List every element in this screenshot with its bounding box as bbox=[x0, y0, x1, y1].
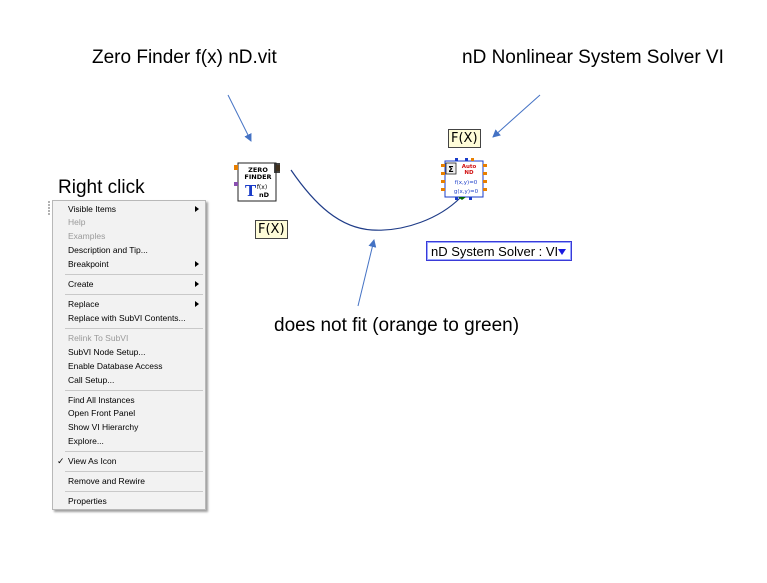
menu-item-find-all-instances[interactable]: Find All Instances bbox=[68, 395, 135, 405]
arrow-zero-finder bbox=[227, 94, 252, 142]
zero-icon-line-4: nD bbox=[259, 191, 270, 199]
submenu-arrow-icon bbox=[195, 281, 199, 287]
menu-item-breakpoint[interactable]: Breakpoint bbox=[53, 258, 205, 271]
menu-item-enable-database-access[interactable]: Enable Database Access bbox=[68, 361, 163, 371]
nd-icon-line-4: g(x,y)=0 bbox=[454, 189, 479, 195]
zero-icon-line-2: FINDER bbox=[244, 173, 271, 181]
vi-selector-value: nD System Solver : VI bbox=[431, 244, 559, 259]
nd-icon-line-3: f(x,y)=0 bbox=[455, 180, 478, 186]
zero-icon-line-3: f(x) bbox=[257, 184, 267, 191]
wire-connection[interactable] bbox=[290, 169, 461, 231]
nd-icon-line-2: ND bbox=[464, 170, 474, 176]
menu-item-call-setup[interactable]: Call Setup... bbox=[68, 375, 115, 385]
caption-zero-finder: Zero Finder f(x) nD.vit bbox=[92, 47, 277, 68]
menu-item-examples[interactable]: Examples bbox=[68, 231, 106, 241]
menu-item-help[interactable]: Help bbox=[68, 217, 86, 227]
caption-does-not-fit: does not fit (orange to green) bbox=[274, 315, 520, 336]
caption-nd-solver: nD Nonlinear System Solver VI bbox=[462, 47, 724, 68]
fx-constant-left[interactable]: F(X) bbox=[255, 220, 288, 239]
vi-selector-dropdown[interactable]: nD System Solver : VI bbox=[426, 241, 572, 261]
submenu-arrow-icon bbox=[195, 261, 199, 267]
menu-separator bbox=[65, 451, 203, 452]
menu-item-relink-subvi[interactable]: Relink To SubVI bbox=[68, 333, 129, 343]
checkmark-icon: ✓ bbox=[57, 456, 65, 466]
menu-separator bbox=[65, 471, 203, 472]
menu-item-remove-and-rewire[interactable]: Remove and Rewire bbox=[68, 476, 146, 486]
fx-constant-right[interactable]: F(X) bbox=[448, 129, 481, 148]
svg-text:T: T bbox=[245, 182, 257, 200]
chevron-down-icon[interactable] bbox=[558, 249, 566, 255]
menu-item-open-front-panel[interactable]: Open Front Panel bbox=[68, 408, 136, 418]
menu-item-visible-items[interactable]: Visible Items bbox=[53, 203, 205, 216]
menu-item-replace[interactable]: Replace bbox=[53, 298, 205, 311]
zero-icon-line-1: ZERO bbox=[248, 166, 268, 174]
menu-item-subvi-node-setup[interactable]: SubVI Node Setup... bbox=[68, 347, 146, 357]
menu-item-view-as-icon[interactable]: ✓View As Icon bbox=[57, 456, 117, 466]
menu-separator bbox=[65, 491, 203, 492]
nd-solver-node-icon[interactable]: Σ Auto ND f(x,y)=0 g(x,y)=0 bbox=[441, 158, 487, 200]
menu-separator bbox=[65, 274, 203, 275]
arrow-does-not-fit bbox=[357, 239, 377, 307]
menu-separator bbox=[65, 294, 203, 295]
submenu-arrow-icon bbox=[195, 301, 199, 307]
menu-item-show-vi-hierarchy[interactable]: Show VI Hierarchy bbox=[68, 422, 139, 432]
menu-item-properties[interactable]: Properties bbox=[68, 496, 107, 506]
menu-separator bbox=[65, 328, 203, 329]
caption-right-click: Right click bbox=[58, 177, 145, 198]
menu-item-explore[interactable]: Explore... bbox=[68, 436, 104, 446]
menu-item-create[interactable]: Create bbox=[53, 278, 205, 291]
nd-icon-line-1: Auto bbox=[462, 164, 477, 170]
zero-finder-node-icon[interactable]: ZERO FINDER T f(x) nD bbox=[234, 162, 280, 202]
arrow-nd-solver bbox=[492, 94, 541, 138]
context-menu: Visible Items Help Examples Description … bbox=[52, 200, 206, 510]
submenu-arrow-icon bbox=[195, 206, 199, 212]
menu-item-description-tip[interactable]: Description and Tip... bbox=[68, 245, 148, 255]
menu-item-replace-subvi-contents[interactable]: Replace with SubVI Contents... bbox=[68, 313, 186, 323]
menu-separator bbox=[65, 390, 203, 391]
menu-anchor-mark bbox=[48, 201, 50, 215]
svg-text:Σ: Σ bbox=[448, 165, 453, 174]
